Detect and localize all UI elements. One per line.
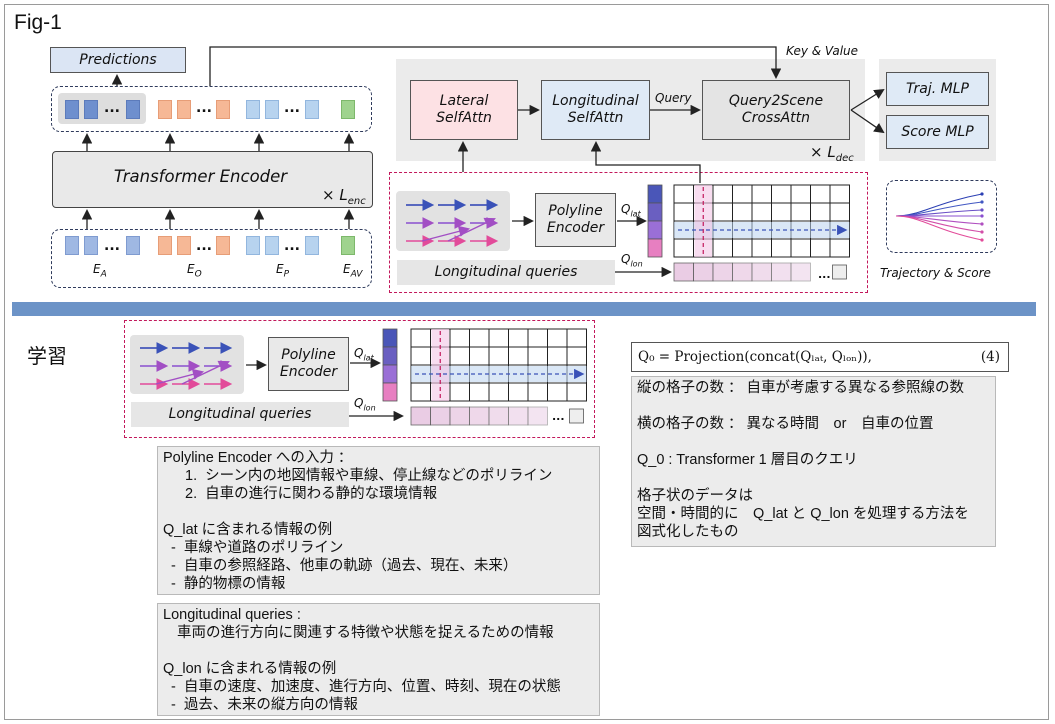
embedding-label-polylines: EP: [276, 262, 290, 280]
longitudinal-queries-box-lower: Longitudinal queries: [131, 402, 349, 427]
figure-title: Fig-1: [14, 11, 62, 34]
longitudinal-queries-box: Longitudinal queries: [397, 260, 615, 285]
longitudinal-info-note: Longitudinal queries : 車両の進行方向に関連する特徴や状態…: [157, 603, 600, 716]
output-token: [265, 100, 279, 119]
ellipsis: ...: [552, 410, 565, 423]
decoder-repeat-label: × Ldec: [810, 143, 854, 164]
polyline-icon-bg: [396, 191, 510, 251]
figure-frame: [4, 4, 1049, 720]
output-tokens-group: [51, 86, 372, 132]
equation-number: (4): [980, 349, 1000, 365]
embedding-label-objects: EO: [187, 262, 202, 280]
q-lon-label: Qlon: [621, 252, 643, 269]
output-token: [65, 100, 79, 119]
ellipsis: ...: [104, 238, 120, 254]
polyline-icon-bg: [130, 335, 244, 394]
embedding-token: [65, 236, 79, 255]
embedding-token: [126, 236, 140, 255]
output-token: [305, 100, 319, 119]
ellipsis: ...: [196, 100, 212, 116]
output-token: [158, 100, 172, 119]
equation-text: Q₀ = Projection(concat(Qₗₐₜ, Qₗₒₙ)),: [638, 349, 872, 365]
embedding-label-agents: EA: [93, 262, 107, 280]
section-separator: [12, 302, 1036, 316]
embedding-token: [341, 236, 355, 255]
output-token: [84, 100, 98, 119]
polyline-input-note: Polyline Encoder への入力 ： 1. シーン内の地図情報や車線、…: [157, 446, 600, 595]
q-lat-label-lower: Qlat: [354, 346, 374, 363]
predictions-box: Predictions: [50, 47, 186, 73]
trajectory-score-label: Trajectory & Score: [880, 266, 991, 280]
section-label: 学習: [27, 344, 67, 368]
embedding-token: [84, 236, 98, 255]
output-token: [126, 100, 140, 119]
embedding-token: [246, 236, 260, 255]
embedding-token: [216, 236, 230, 255]
embedding-token: [158, 236, 172, 255]
embedding-token: [305, 236, 319, 255]
ellipsis: ...: [818, 268, 831, 281]
ellipsis: ...: [284, 238, 300, 254]
query-label: Query: [655, 91, 692, 105]
q-lon-label-lower: Qlon: [354, 396, 376, 413]
output-token: [216, 100, 230, 119]
encoder-repeat-label: × Lenc: [322, 186, 366, 207]
trajectory-output-group: [886, 180, 997, 253]
output-token: [246, 100, 260, 119]
q-lat-label: Qlat: [621, 202, 641, 219]
embedding-token: [265, 236, 279, 255]
ellipsis: ...: [196, 238, 212, 254]
input-embeddings-group: [51, 229, 372, 288]
embedding-token: [177, 236, 191, 255]
score-mlp-box: Score MLP: [886, 115, 989, 149]
embedding-label-av: EAV: [343, 262, 363, 280]
output-token: [341, 100, 355, 119]
ellipsis: ...: [104, 100, 120, 116]
output-token: [177, 100, 191, 119]
transformer-encoder-box: Transformer Encoder: [52, 151, 373, 208]
ellipsis: ...: [284, 100, 300, 116]
grid-explanation-note: 縦の格子の数 ： 自車が考慮する異なる参照線の数 横の格子の数 ： 異なる時間 …: [631, 376, 996, 547]
equation-box: Q₀ = Projection(concat(Qₗₐₜ, Qₗₒₙ)), (4): [631, 342, 1009, 372]
query-construction-lower: [124, 320, 595, 438]
key-value-label: Key & Value: [786, 44, 859, 58]
traj-mlp-box: Traj. MLP: [886, 72, 989, 106]
